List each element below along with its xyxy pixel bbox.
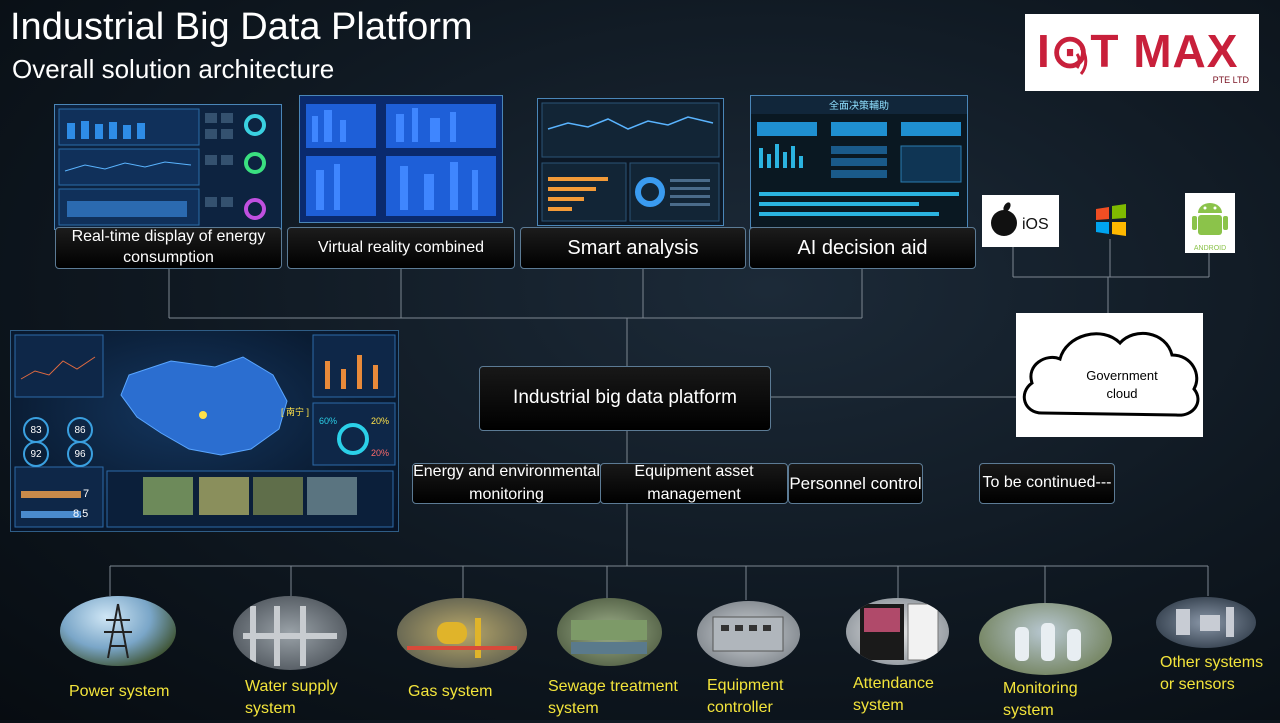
water-pipes-icon xyxy=(243,606,337,666)
module-equipment-asset: Equipment asset management xyxy=(600,463,788,504)
smart-analysis-screenshot xyxy=(537,98,724,226)
sewage-plant-icon xyxy=(571,620,647,654)
module-personnel-control: Personnel control xyxy=(788,463,923,504)
percent-60: 60% xyxy=(319,416,338,426)
system-label-monitoring: Monitoring system xyxy=(1003,680,1078,720)
system-label-controller: Equipment controller xyxy=(707,677,784,717)
ios-logo: iOS xyxy=(982,195,1059,247)
gas-system-image xyxy=(397,598,527,668)
sensor-icon xyxy=(1176,607,1234,637)
regional-overview-screenshot: 83 86 92 96 60% 20% 20% 7 8.5 [ 南宁 ] xyxy=(10,330,399,532)
logo-wordmark: I⊙T MAX xyxy=(1037,25,1239,77)
system-label-water: Water supply system xyxy=(245,678,338,718)
logo-subtext: PTE LTD xyxy=(1212,75,1249,85)
government-cloud: Government cloud xyxy=(1016,313,1203,437)
gauge-92: 92 xyxy=(23,441,49,467)
industrial-platform-box: Industrial big data platform xyxy=(479,366,771,431)
monitoring-image xyxy=(979,603,1112,675)
system-label-power: Power system xyxy=(69,683,170,700)
percent-20-a: 20% xyxy=(371,416,390,426)
ios-text: iOS xyxy=(1022,216,1049,233)
gauge-96: 96 xyxy=(67,441,93,467)
power-system-image xyxy=(60,596,176,666)
gauge-86: 86 xyxy=(67,417,93,443)
water-system-image xyxy=(233,596,347,670)
cloud-icon xyxy=(1022,332,1200,417)
sewage-system-image xyxy=(557,598,662,666)
dashboard-label-ai: AI decision aid xyxy=(749,227,976,269)
dashboard-label-energy: Real-time display of energy consumption xyxy=(55,227,282,269)
controller-image xyxy=(697,601,800,667)
page-title: Industrial Big Data Platform xyxy=(10,6,473,48)
gauge-83: 83 xyxy=(23,417,49,443)
system-label-attendance: Attendance system xyxy=(853,675,934,715)
module-to-be-continued: To be continued--- xyxy=(979,463,1115,504)
vr-city-screenshot xyxy=(299,95,503,223)
monitoring-crew-icon xyxy=(1015,623,1081,661)
page-subtitle: Overall solution architecture xyxy=(12,54,335,84)
module-energy-monitoring: Energy and environmental monitoring xyxy=(412,463,601,504)
power-tower-icon xyxy=(104,603,132,659)
ai-screen-title: 全面决策輔助 xyxy=(829,99,889,112)
company-logo: I⊙T MAX PTE LTD xyxy=(1025,14,1259,91)
energy-dashboard-screenshot xyxy=(54,104,282,230)
cloud-label: Government cloud xyxy=(1086,368,1158,402)
system-label-sewage: Sewage treatment system xyxy=(548,678,678,718)
bar-value-8-5: 8.5 xyxy=(73,508,89,520)
controller-device-icon xyxy=(712,616,784,652)
windows-logo-icon xyxy=(1092,201,1130,239)
ai-decision-screenshot: 全面决策輔助 xyxy=(750,95,968,228)
system-label-other: Other systems or sensors xyxy=(1160,654,1264,694)
apple-icon: iOS xyxy=(991,202,1049,236)
attendance-terminal-icon xyxy=(860,603,939,661)
gas-station-icon xyxy=(407,618,517,658)
android-logo: ANDROID xyxy=(1185,193,1235,253)
dashboard-label-smart: Smart analysis xyxy=(520,227,746,269)
attendance-image xyxy=(846,598,949,665)
city-tag: [ 南宁 ] xyxy=(281,407,310,417)
sensors-image xyxy=(1156,597,1256,648)
android-text: ANDROID xyxy=(1194,245,1226,252)
wifi-signal-icon xyxy=(1075,47,1088,75)
dashboard-label-vr: Virtual reality combined xyxy=(287,227,515,269)
android-robot-icon: ANDROID xyxy=(1192,203,1228,252)
bar-value-7: 7 xyxy=(83,488,90,500)
system-label-gas: Gas system xyxy=(408,683,493,700)
percent-20-b: 20% xyxy=(371,448,390,458)
